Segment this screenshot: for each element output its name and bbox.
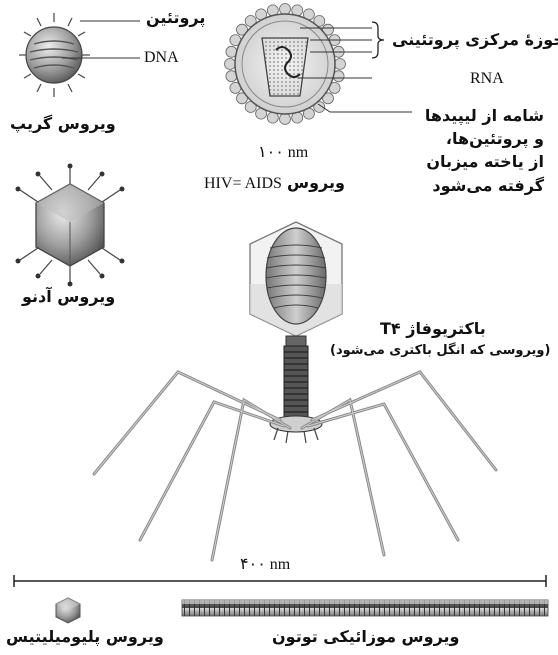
tobacco-virus-name: ویروس موزائیکی توتون <box>272 628 459 646</box>
polio-virus-name: ویروس پلیومیلیتیس <box>6 628 164 646</box>
hiv-envelope-line-1: شامه از لیپیدها <box>425 104 544 127</box>
hiv-envelope-knob <box>225 59 236 70</box>
influenza-virus <box>19 13 140 97</box>
hiv-scale-label: ۱۰۰ nm <box>258 144 308 162</box>
hiv-virus-name: HIV= AIDS ویروس <box>204 174 345 193</box>
t4-phage <box>94 222 496 560</box>
influenza-dna-label: DNA <box>144 49 179 67</box>
influenza-protein-label: پروتئین <box>146 9 205 27</box>
hiv-envelope-line-4: گرفته می‌شود <box>425 174 544 197</box>
hiv-envelope-knob <box>280 4 291 15</box>
hiv-envelope-knob <box>335 59 346 70</box>
polio-virus <box>56 598 80 623</box>
hiv-virus-name-en: HIV= AIDS <box>204 175 282 192</box>
tobacco-mosaic-virus <box>182 600 548 616</box>
hiv-envelope-leader <box>318 104 412 112</box>
t4-phage-subtitle: (ویروسی که انگل باکتری می‌شود) <box>330 344 550 359</box>
hiv-virus-name-fa: ویروس <box>287 173 345 192</box>
hiv-core-label: حوزهٔ مرکزی پروتئینی <box>392 31 558 49</box>
hiv-envelope-label: شامه از لیپیدها و پروتئین‌ها، از یاخته م… <box>425 104 544 197</box>
adeno-virus <box>16 164 125 287</box>
influenza-virus-name: ویروس گریپ <box>10 115 116 133</box>
scale-bar-label: ۴۰۰ nm <box>240 556 290 574</box>
hiv-envelope-line-2: و پروتئین‌ها، <box>425 127 544 150</box>
hiv-envelope-knob <box>280 114 291 125</box>
hiv-envelope-line-3: از یاخته میزبان <box>425 150 544 173</box>
adeno-virus-name: ویروس آدنو <box>22 288 115 306</box>
hiv-virus <box>225 4 413 125</box>
t4-phage-name: باکتریوفاژ T۴ <box>380 320 486 338</box>
influenza-envelope <box>26 27 82 83</box>
hiv-rna-label: RNA <box>470 70 504 88</box>
t4-collar <box>286 336 306 346</box>
hiv-core-bracket <box>372 22 384 58</box>
scale-bar-400nm <box>14 575 546 587</box>
